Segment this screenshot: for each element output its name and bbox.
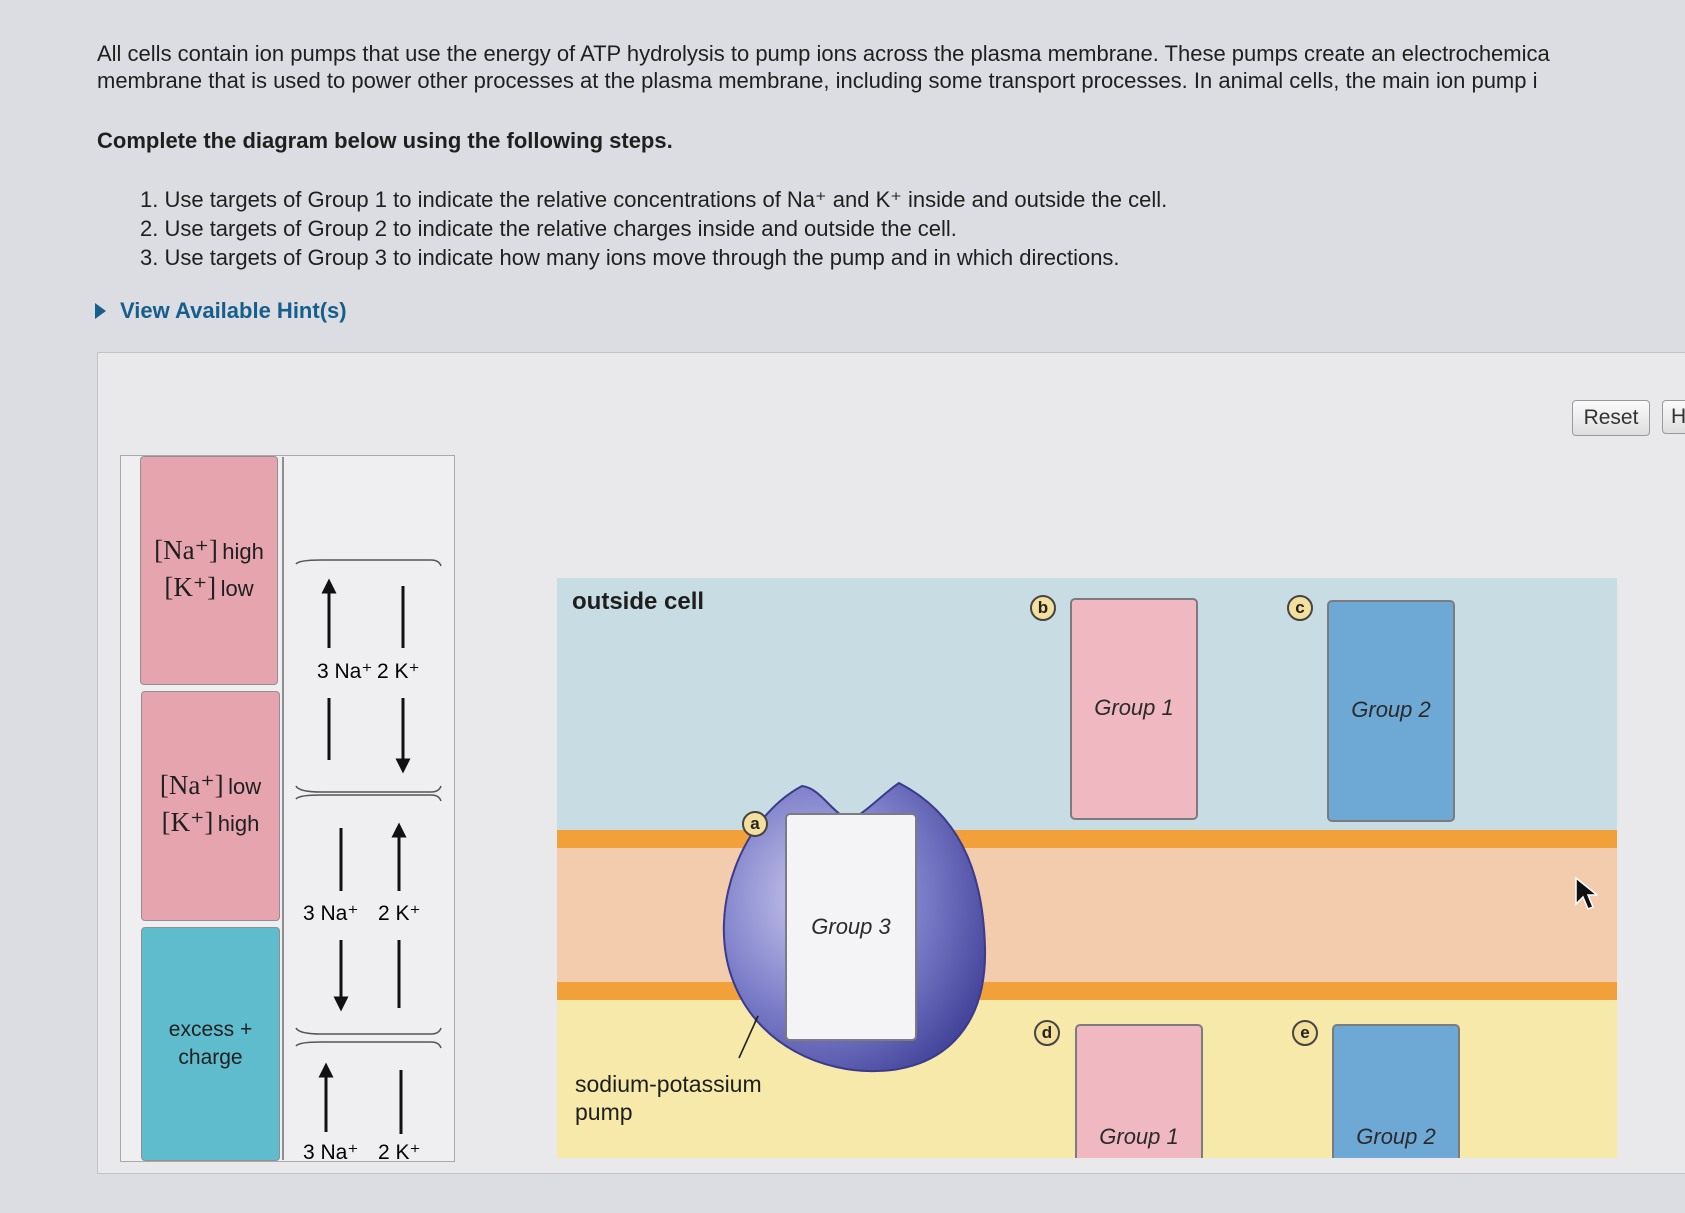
arrow-card-3[interactable]: 3 Na⁺ 2 K⁺ — [295, 1041, 442, 1161]
intro-line-1: All cells contain ion pumps that use the… — [97, 41, 1550, 66]
help-button[interactable]: H — [1662, 400, 1685, 434]
pump-label-line-1: sodium-potassium — [575, 1071, 762, 1097]
instruction-steps: 1. Use targets of Group 1 to indicate th… — [140, 185, 1167, 272]
arrow-card-1[interactable]: 3 Na⁺ 2 K⁺ — [295, 559, 442, 793]
target-letter-d: d — [1034, 1020, 1060, 1046]
level-text: high — [222, 538, 264, 564]
pump-leader-line — [738, 1015, 759, 1059]
target-letter-b: b — [1030, 595, 1056, 621]
card-bracket — [295, 785, 442, 793]
reset-button[interactable]: Reset — [1572, 400, 1650, 436]
charge-text-1: excess + — [168, 1018, 253, 1041]
label-card-na-high-k-low[interactable]: [Na⁺] high [K⁺] low — [140, 456, 278, 685]
step-1: 1. Use targets of Group 1 to indicate th… — [140, 187, 1168, 212]
intro-text: All cells contain ion pumps that use the… — [97, 40, 1685, 94]
ion-na: [Na⁺] — [159, 770, 224, 800]
arrow-card-2[interactable]: 3 Na⁺ 2 K⁺ — [295, 794, 442, 1035]
step-2: 2. Use targets of Group 2 to indicate th… — [140, 216, 957, 241]
drop-target-a[interactable]: Group 3 — [785, 813, 917, 1041]
drop-target-b[interactable]: Group 1 — [1070, 598, 1198, 820]
level-text: high — [217, 811, 260, 836]
drop-target-e[interactable]: Group 2 — [1332, 1024, 1460, 1158]
membrane-diagram: outside cell sodium-potassium pump Group… — [557, 578, 1617, 1158]
label-tray: [Na⁺] high [K⁺] low [Na⁺] low [K⁺] high … — [120, 455, 455, 1162]
k-count-label: 2 K⁺ — [378, 1141, 421, 1161]
mouse-cursor-icon — [1575, 876, 1598, 910]
k-count-label: 2 K⁺ — [377, 660, 420, 683]
card-bracket — [295, 559, 442, 567]
view-hints-toggle[interactable]: View Available Hint(s) — [95, 298, 347, 324]
ion-k: [K⁺] — [164, 571, 217, 602]
level-text: low — [228, 774, 262, 799]
pump-label: sodium-potassium pump — [575, 1070, 762, 1126]
label-card-na-low-k-high[interactable]: [Na⁺] low [K⁺] high — [141, 691, 280, 921]
target-a-group-label: Group 3 — [811, 914, 891, 939]
step-3: 3. Use targets of Group 3 to indicate ho… — [140, 245, 1120, 270]
card-bracket — [295, 1027, 442, 1035]
card-bracket — [295, 1041, 442, 1049]
intro-line-2: membrane that is used to power other pro… — [97, 68, 1538, 93]
na-count-label: 3 Na⁺ — [303, 902, 358, 925]
k-count-label: 2 K⁺ — [378, 902, 421, 925]
outside-cell-label: outside cell — [572, 588, 705, 615]
target-d-group-label: Group 1 — [1099, 1124, 1179, 1149]
level-text: low — [220, 575, 254, 601]
na-count-label: 3 Na⁺ — [317, 660, 372, 683]
charge-text-2: charge — [178, 1046, 243, 1069]
target-letter-e: e — [1292, 1020, 1318, 1046]
target-letter-a: a — [742, 811, 768, 837]
instructions-heading: Complete the diagram below using the fol… — [97, 128, 673, 153]
target-letter-c: c — [1287, 595, 1313, 621]
na-count-label: 3 Na⁺ — [303, 1141, 358, 1161]
label-card-excess-positive-charge[interactable]: excess + charge — [141, 927, 280, 1161]
target-c-group-label: Group 2 — [1351, 697, 1431, 722]
target-e-group-label: Group 2 — [1356, 1124, 1436, 1149]
pump-leader-tip — [754, 1015, 759, 1023]
card-bracket — [295, 794, 442, 802]
ion-na: [Na⁺] — [154, 534, 218, 565]
target-b-group-label: Group 1 — [1094, 695, 1174, 720]
expand-triangle-icon — [95, 303, 106, 319]
arrow-cards-drawing: 3 Na⁺ 2 K⁺ 3 Na⁺ 2 K⁺ 3 Na⁺ 2 K⁺ — [282, 457, 442, 1161]
view-hints-label: View Available Hint(s) — [120, 298, 347, 323]
drop-target-c[interactable]: Group 2 — [1327, 600, 1455, 822]
pump-label-line-2: pump — [575, 1099, 633, 1125]
drop-target-d[interactable]: Group 1 — [1075, 1024, 1203, 1158]
ion-k: [K⁺] — [161, 807, 214, 837]
